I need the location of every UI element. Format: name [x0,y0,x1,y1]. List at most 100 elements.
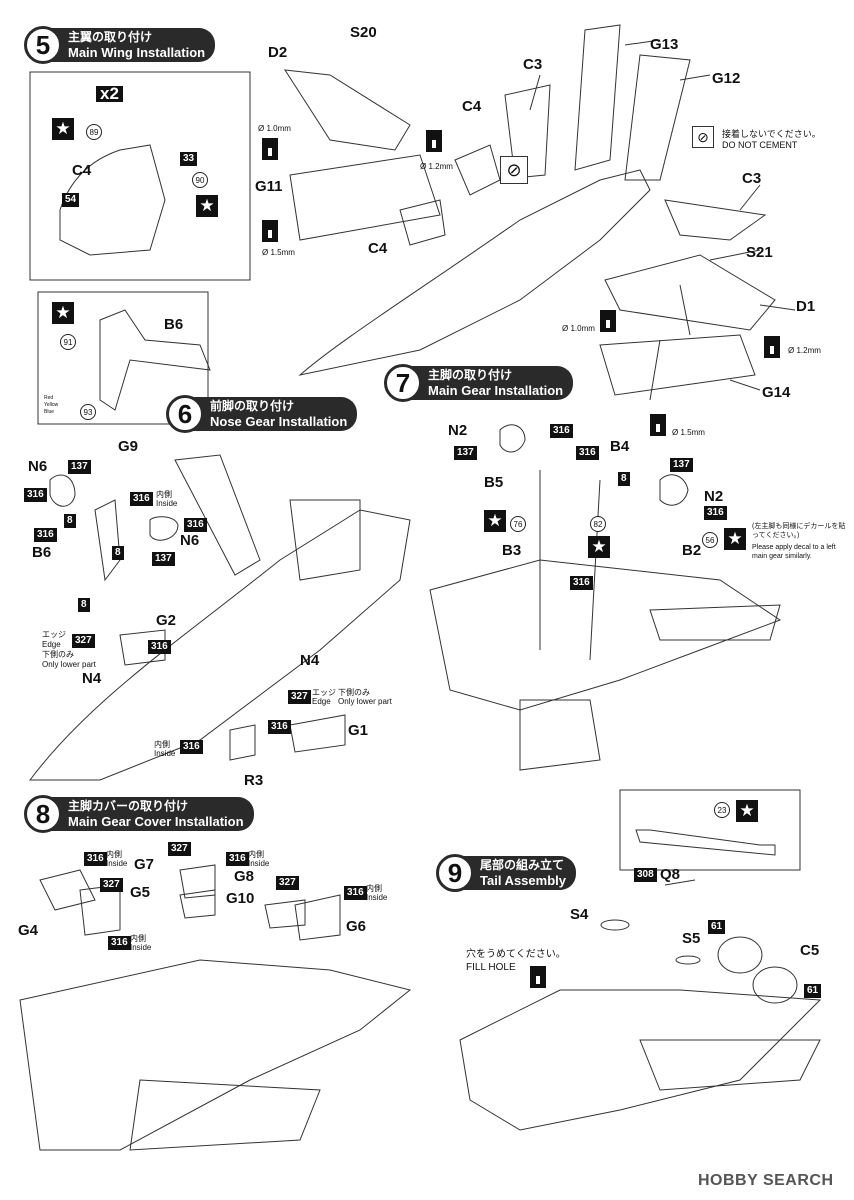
part-label: C4 [462,98,482,115]
decal-number: 91 [60,334,76,350]
no-cement-note-en: DO NOT CEMENT [722,140,798,150]
decal-number: 54 [62,193,80,207]
part-label: G9 [118,438,139,455]
paint-code: 316 [550,424,573,438]
decal-number: 82 [590,516,606,532]
part-label: G13 [650,36,679,53]
decal-star-icon: ★ [724,528,746,550]
inside-note-en: Inside [156,499,178,508]
drill-icon [262,220,278,242]
paint-code: 316 [570,576,593,590]
fill-hole-note-jp: 穴をうめてください。 [466,949,566,960]
drill-size: Ø 1.2mm [420,162,453,171]
decal-number: 33 [180,152,198,166]
inside-note-en: Inside [248,859,270,868]
decal-number: 23 [714,802,730,818]
part-label: B6 [164,316,184,333]
paint-code: 316 [130,492,153,506]
step-7-number: 7 [384,364,422,402]
left-gear-note-jp: (左主脚も同様にデカールを貼ってください。) [752,523,846,539]
paint-code: 316 [704,506,727,520]
paint-code: 316 [268,720,291,734]
paint-code: 8 [78,598,90,612]
step-5-number: 5 [24,26,62,64]
step-7-title-jp: 主脚の取り付け [428,368,513,382]
part-label: G14 [762,384,791,401]
inside-note-en: Inside [366,893,388,902]
part-label: G5 [130,884,151,901]
paint-code: 8 [618,472,630,486]
part-label: N2 [448,422,468,439]
stripe-color-label: Blue [44,409,55,415]
part-label: B2 [682,542,702,559]
drill-icon [426,130,442,152]
lower-note-jp: 下側のみ [42,650,74,659]
paint-code: 8 [112,546,124,560]
paint-code: 137 [152,552,175,566]
paint-code: 61 [804,984,822,998]
paint-code: 327 [168,842,191,856]
part-label: G12 [712,70,741,87]
part-label: C3 [523,56,543,73]
edge-note-en: Edge [312,697,331,706]
part-label: N4 [82,670,102,687]
decal-star-icon: ★ [196,195,218,217]
paint-code: 316 [84,852,107,866]
step-8-title-en: Main Gear Cover Installation [68,814,244,829]
paint-code: 316 [576,446,599,460]
inside-note-jp: 内側 [106,850,122,859]
edge-note-en: Edge [42,640,61,649]
paint-code: 327 [276,876,299,890]
step-7-title-en: Main Gear Installation [428,383,564,398]
lower-note-en: Only lower part [338,697,392,706]
inside-note-en: Inside [130,943,152,952]
drill-size: Ø 1.0mm [258,124,291,133]
part-label: B4 [610,438,630,455]
paint-code: 137 [68,460,91,474]
part-label: G7 [134,856,155,873]
paint-code: 327 [100,878,123,892]
decal-star-icon: ★ [52,302,74,324]
step-9-title-en: Tail Assembly [480,873,566,888]
part-label: N6 [180,532,200,549]
part-label: G10 [226,890,255,907]
step-8-number: 8 [24,795,62,833]
paint-code: 137 [454,446,477,460]
inside-note-jp: 内側 [366,884,382,893]
part-label: B3 [502,542,522,559]
part-label: S20 [350,24,377,41]
lower-note-en: Only lower part [42,660,96,669]
part-label: G11 [255,178,283,195]
part-label: B5 [484,474,504,491]
part-label-seat: C4 [72,162,92,179]
step-6-title-jp: 前脚の取り付け [210,399,295,413]
part-label: R3 [244,772,264,789]
decal-star-icon: ★ [52,118,74,140]
inside-note-jp: 内側 [248,850,264,859]
inside-note-jp: 内側 [130,934,146,943]
edge-note-jp: エッジ [42,630,66,639]
left-gear-note-en: Please apply decal to a left main gear s… [752,544,836,560]
part-label: N4 [300,652,320,669]
paint-code: 327 [72,634,95,648]
stripe-color-label: Red [44,395,54,401]
inside-note-en: Inside [154,749,176,758]
edge-note-jp: エッジ [312,688,336,697]
drill-icon [262,138,278,160]
part-label: N2 [704,488,724,505]
paint-code: 327 [288,690,311,704]
part-label: D1 [796,298,816,315]
part-label: S5 [682,930,701,947]
paint-code: 8 [64,514,76,528]
paint-code: 316 [226,852,249,866]
paint-code: 316 [24,488,47,502]
part-label: G4 [18,922,39,939]
part-label: G6 [346,918,367,935]
decal-star-icon: ★ [588,536,610,558]
step-8-title-jp: 主脚カバーの取り付け [68,799,189,813]
paint-code: 316 [108,936,131,950]
decal-number: 56 [702,532,718,548]
quantity-badge: x2 [96,85,123,102]
